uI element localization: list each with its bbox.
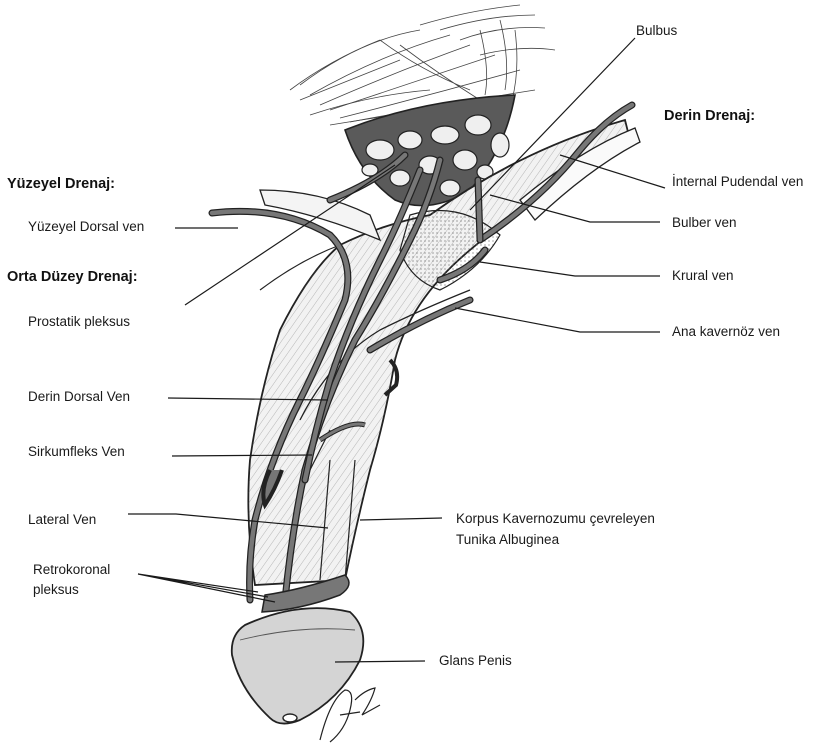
label-tunica-line2: Tunika Albuginea (456, 532, 559, 549)
label-bulbus: Bulbus (636, 23, 677, 40)
label-retrocoronal-line1: Retrokoronal (33, 562, 110, 579)
label-internal-pudendal-vein: İnternal Pudendal ven (672, 174, 803, 191)
label-prostatic-plexus: Prostatik pleksus (28, 314, 130, 331)
label-retrocoronal-line2: pleksus (33, 582, 79, 599)
label-deep-dorsal-vein: Derin Dorsal Ven (28, 389, 130, 406)
label-glans-penis: Glans Penis (439, 653, 512, 670)
label-circumflex-vein: Sirkumfleks Ven (28, 444, 125, 461)
label-lateral-vein: Lateral Ven (28, 512, 96, 529)
header-intermediate-drainage: Orta Düzey Drenaj: (7, 268, 138, 286)
label-main-cavernous-vein: Ana kavernöz ven (672, 324, 780, 341)
label-bulbar-vein: Bulber ven (672, 215, 737, 232)
label-tunica-line1: Korpus Kavernozumu çevreleyen (456, 511, 655, 528)
header-deep-drainage: Derin Drenaj: (664, 107, 755, 125)
label-superficial-dorsal-vein: Yüzeyel Dorsal ven (28, 219, 144, 236)
glans (232, 608, 364, 723)
header-superficial-drainage: Yüzeyel Drenaj: (7, 175, 115, 193)
label-crural-vein: Krural ven (672, 268, 734, 285)
